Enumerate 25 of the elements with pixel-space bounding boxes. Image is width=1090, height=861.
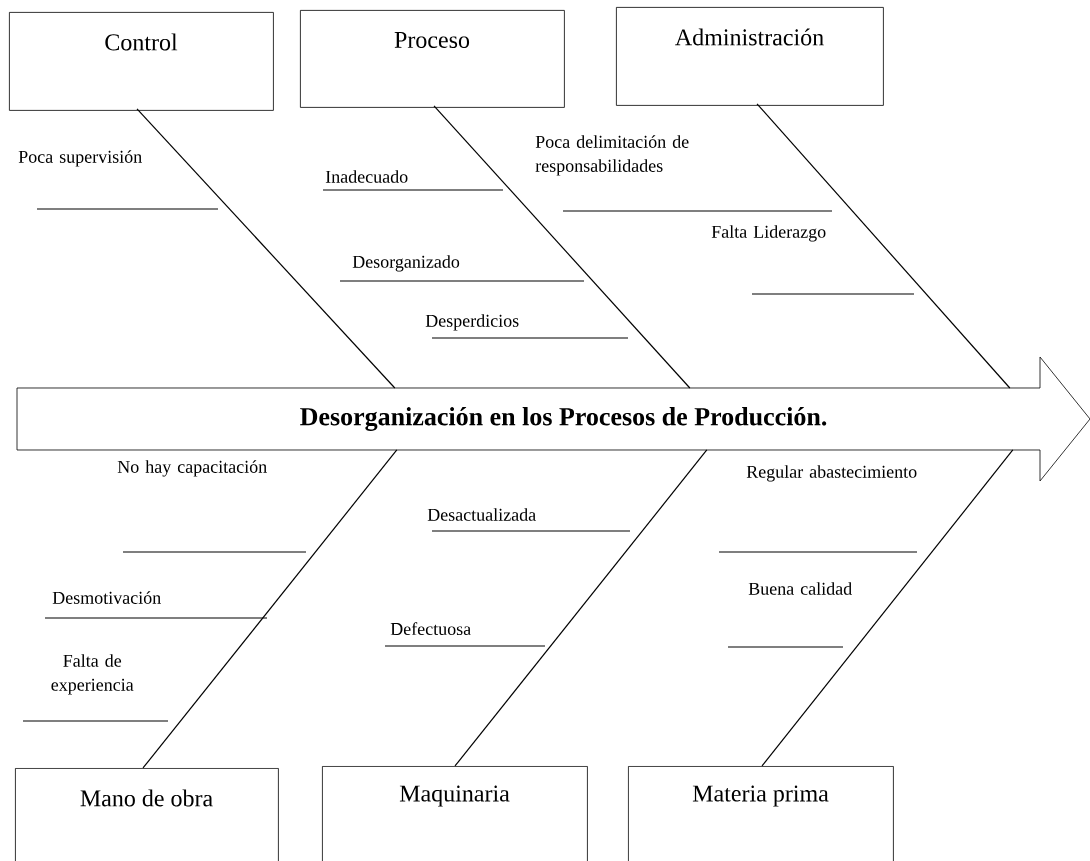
cause-label: Poca supervisión [18,150,142,167]
cause-label: Buena calidad [748,582,852,595]
cause-label: Regular abastecimiento [746,465,917,482]
cause-label: Desperdicios [425,314,519,331]
cause-label: Desactualizada [427,508,536,521]
cause-label: Falta Liderazgo [711,225,826,242]
fishbone-line [433,105,691,389]
fishbone-line [136,108,396,389]
category-box: Maquinaria [322,766,588,861]
fishbone-line [756,103,1011,389]
category-box: Proceso [300,10,565,108]
category-box: Control [9,12,274,111]
cause-label: Falta de experiencia [51,654,134,695]
cause-label: No hay capacitación [117,460,267,477]
cause-label: Defectuosa [390,622,471,636]
fishbone-line [142,449,398,769]
category-box: Administración [616,7,884,106]
cause-label: Inadecuado [325,170,408,183]
category-box: Mano de obra [15,768,279,861]
cause-label: Poca delimitación de responsabilidades [535,135,689,176]
cause-label: Desorganizado [352,255,460,272]
cause-label: Desmotivación [52,591,161,604]
fishbone-line [761,449,1014,767]
fishbone-line [454,449,708,767]
category-box: Materia prima [628,766,894,861]
